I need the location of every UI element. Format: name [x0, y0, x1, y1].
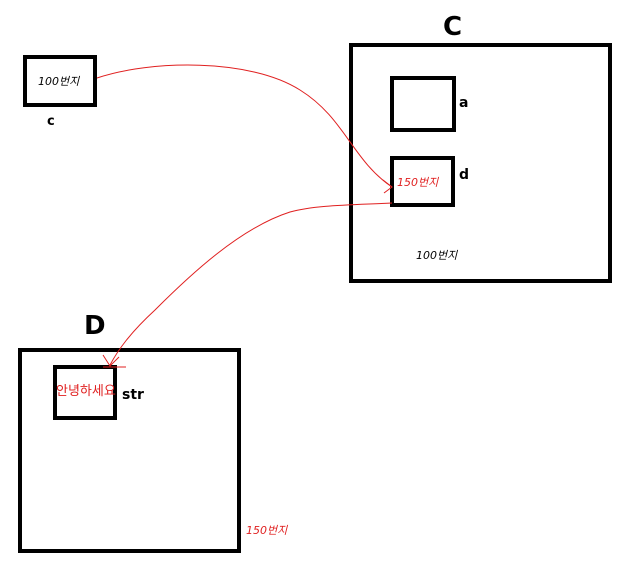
field-d-value: 150번지: [397, 176, 439, 189]
object-c-title: C: [443, 12, 463, 42]
arrow-d-to-object-d: [109, 202, 393, 366]
field-d-label: d: [459, 167, 470, 183]
arrowhead-d-to-object-d: [102, 354, 120, 367]
field-a-label: a: [459, 95, 469, 111]
object-c-address: 100번지: [416, 249, 458, 262]
object-c-box: [349, 43, 612, 283]
field-str-label: str: [122, 387, 144, 403]
arrow-c-to-object-c: [96, 64, 393, 188]
object-d-box: [18, 348, 241, 553]
field-a-box: [390, 76, 456, 132]
field-d-box: 150번지: [390, 156, 455, 207]
pointer-c-value: 100번지: [38, 75, 80, 88]
pointer-c-label: c: [47, 114, 55, 129]
object-d-address: 150번지: [246, 524, 288, 537]
object-d-title: D: [84, 311, 106, 341]
arrowhead-c-to-object-c: [382, 179, 393, 194]
field-str-box: 안녕하세요: [53, 365, 117, 420]
pointer-c-box: 100번지: [23, 55, 97, 107]
field-str-value: 안녕하세요: [56, 384, 116, 399]
